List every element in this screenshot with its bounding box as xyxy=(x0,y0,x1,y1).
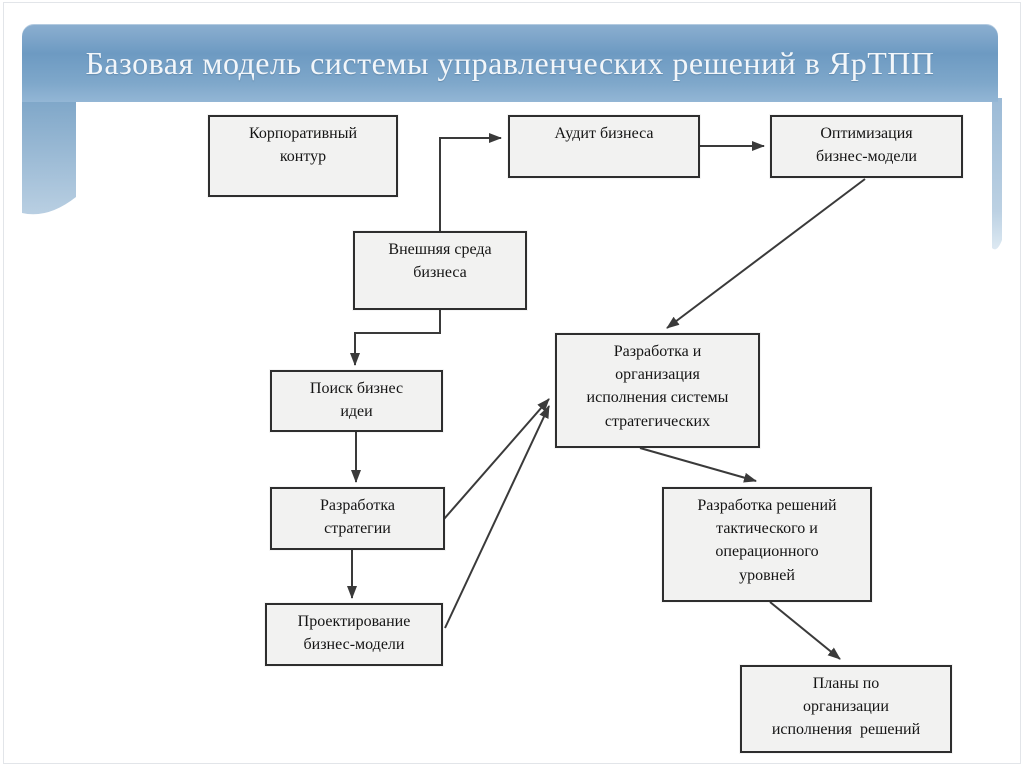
node-label: Разработка стратегии xyxy=(320,497,395,538)
node-corporate-contour: Корпоративный контур xyxy=(208,115,398,197)
slide-title-bar: Базовая модель системы управленческих ре… xyxy=(22,24,998,102)
node-strategy-development: Разработка стратегии xyxy=(270,487,445,550)
node-label: Разработка и организация исполнения сист… xyxy=(586,343,729,430)
node-external-business-environment: Внешняя среда бизнеса xyxy=(353,231,527,310)
node-label: Поиск бизнес идеи xyxy=(309,380,404,421)
node-label: Оптимизация бизнес-модели xyxy=(816,125,917,166)
connector-environment-to-idea-search xyxy=(350,310,441,366)
connector-environment-to-audit xyxy=(439,133,502,232)
node-business-idea-search: Поиск бизнес идеи xyxy=(270,370,443,432)
connector-strategic-system-to-tactical xyxy=(639,447,757,483)
node-label: Внешняя среда бизнеса xyxy=(388,241,492,282)
node-execution-plans: Планы по организации исполнения решений xyxy=(740,665,952,753)
node-business-audit: Аудит бизнеса xyxy=(508,115,700,178)
node-strategic-system-development: Разработка и организация исполнения сист… xyxy=(555,333,760,448)
node-business-model-optimization: Оптимизация бизнес-модели xyxy=(770,115,963,178)
connector-tactical-to-plans xyxy=(769,601,841,660)
node-business-model-design: Проектирование бизнес-модели xyxy=(265,603,443,666)
node-label: Планы по организации исполнения решений xyxy=(771,675,921,739)
node-label: Проектирование бизнес-модели xyxy=(297,613,411,654)
node-tactical-operational-decisions: Разработка решений тактического и операц… xyxy=(662,487,872,602)
node-label: Разработка решений тактического и операц… xyxy=(697,497,837,584)
connector-model-design-to-strategic-system xyxy=(444,405,550,629)
connector-optimization-to-strategic-system xyxy=(666,178,866,329)
node-label: Корпоративный контур xyxy=(248,125,358,166)
node-label: Аудит бизнеса xyxy=(554,125,654,142)
connector-strategy-to-strategic-system xyxy=(443,398,550,520)
slide-title: Базовая модель системы управленческих ре… xyxy=(85,44,935,81)
